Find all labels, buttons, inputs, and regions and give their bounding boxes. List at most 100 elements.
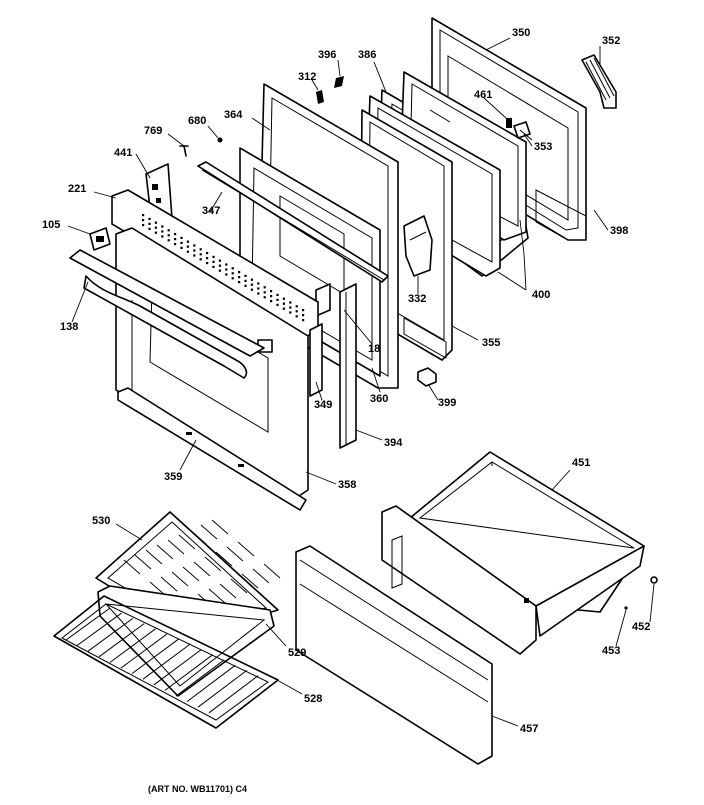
grill-slot	[134, 554, 152, 570]
label-332: 332	[408, 293, 426, 305]
label-349: 349	[314, 399, 332, 411]
leader-lines	[67, 37, 655, 727]
label-394: 394	[384, 437, 403, 449]
vent-hole	[289, 311, 292, 314]
vent-hole	[231, 272, 234, 275]
part-312-screw	[316, 90, 324, 104]
label-530: 530	[92, 515, 110, 527]
vent-hole	[282, 307, 285, 310]
vent-hole	[270, 300, 273, 303]
vent-hole	[276, 303, 279, 306]
grill-slot	[123, 559, 141, 575]
vent-hole	[302, 314, 305, 317]
vent-hole	[161, 235, 164, 238]
vent-hole	[263, 286, 266, 289]
label-360: 360	[370, 393, 388, 405]
vent-hole	[148, 222, 151, 225]
label-105: 105	[42, 219, 60, 231]
grill-slot	[237, 541, 255, 557]
vent-hole	[270, 295, 273, 298]
vent-hole	[231, 277, 234, 280]
vent-hole	[231, 267, 234, 270]
label-347: 347	[202, 205, 220, 217]
vent-hole	[238, 271, 241, 274]
part-labels: 350 352 396 386 312 461 364 680 353 769 …	[42, 27, 650, 735]
vent-hole	[206, 262, 209, 265]
vent-hole	[238, 276, 241, 279]
vent-hole	[154, 231, 157, 234]
grill-slot	[182, 566, 200, 582]
label-355: 355	[482, 337, 500, 349]
label-680: 680	[188, 115, 206, 127]
grill-slot	[171, 571, 189, 587]
part-359-bottom-trim	[117, 387, 307, 511]
rack-bar	[186, 664, 236, 702]
part-353-bracket	[513, 121, 533, 141]
vent-hole	[250, 288, 253, 291]
vent-hole	[276, 298, 279, 301]
vent-hole	[212, 255, 215, 258]
label-529: 529	[288, 647, 306, 659]
vent-hole	[180, 246, 183, 249]
rack-bar	[175, 659, 225, 697]
vent-hole	[250, 283, 253, 286]
vent-hole	[289, 301, 292, 304]
vent-hole	[154, 226, 157, 229]
grill-slot	[211, 519, 229, 535]
label-18: 18	[368, 343, 380, 355]
label-451: 451	[572, 457, 590, 469]
grill-slot	[145, 549, 163, 565]
label-452: 452	[632, 621, 650, 633]
label-400: 400	[532, 289, 550, 301]
vent-hole	[180, 241, 183, 244]
vent-hole	[148, 217, 151, 220]
label-364: 364	[224, 109, 243, 121]
vent-hole	[244, 284, 247, 287]
grill-slot	[178, 534, 196, 550]
vent-hole	[244, 274, 247, 277]
vent-hole	[142, 219, 145, 222]
vent-hole	[225, 273, 228, 276]
vent-hole	[174, 243, 177, 246]
rack-bar	[197, 670, 248, 708]
label-396: 396	[318, 49, 336, 61]
vent-hole	[193, 249, 196, 252]
vent-hole	[167, 239, 170, 242]
label-358: 358	[338, 479, 356, 491]
grill-slot	[193, 561, 211, 577]
grill-slot	[230, 578, 248, 594]
vent-hole	[302, 319, 305, 322]
vent-hole	[263, 296, 266, 299]
vent-hole	[174, 238, 177, 241]
part-352-strip	[581, 54, 617, 109]
part-461-clip	[506, 118, 512, 128]
vent-hole	[257, 282, 260, 285]
vent-hole	[257, 292, 260, 295]
rack-bar	[208, 675, 259, 714]
rack-bar	[76, 612, 122, 647]
vent-hole	[154, 221, 157, 224]
vent-hole	[193, 244, 196, 247]
label-138: 138	[60, 321, 78, 333]
label-312: 312	[298, 71, 316, 83]
rack-bar	[109, 628, 156, 663]
rack-bar	[120, 633, 168, 669]
vent-hole	[250, 278, 253, 281]
vent-hole	[161, 225, 164, 228]
part-457-drawer-front	[295, 545, 493, 765]
label-528: 528	[304, 693, 322, 705]
vent-hole	[206, 257, 209, 260]
part-451-drawer-box	[381, 451, 645, 655]
label-398: 398	[610, 225, 628, 237]
label-453: 453	[602, 645, 620, 657]
grill-slot	[252, 568, 270, 584]
vent-hole	[199, 253, 202, 256]
vent-hole	[225, 268, 228, 271]
label-441: 441	[114, 147, 132, 159]
label-359: 359	[164, 471, 182, 483]
grill-slot	[219, 583, 237, 599]
grill-slot	[226, 546, 244, 562]
vent-hole	[302, 309, 305, 312]
vent-hole	[218, 259, 221, 262]
